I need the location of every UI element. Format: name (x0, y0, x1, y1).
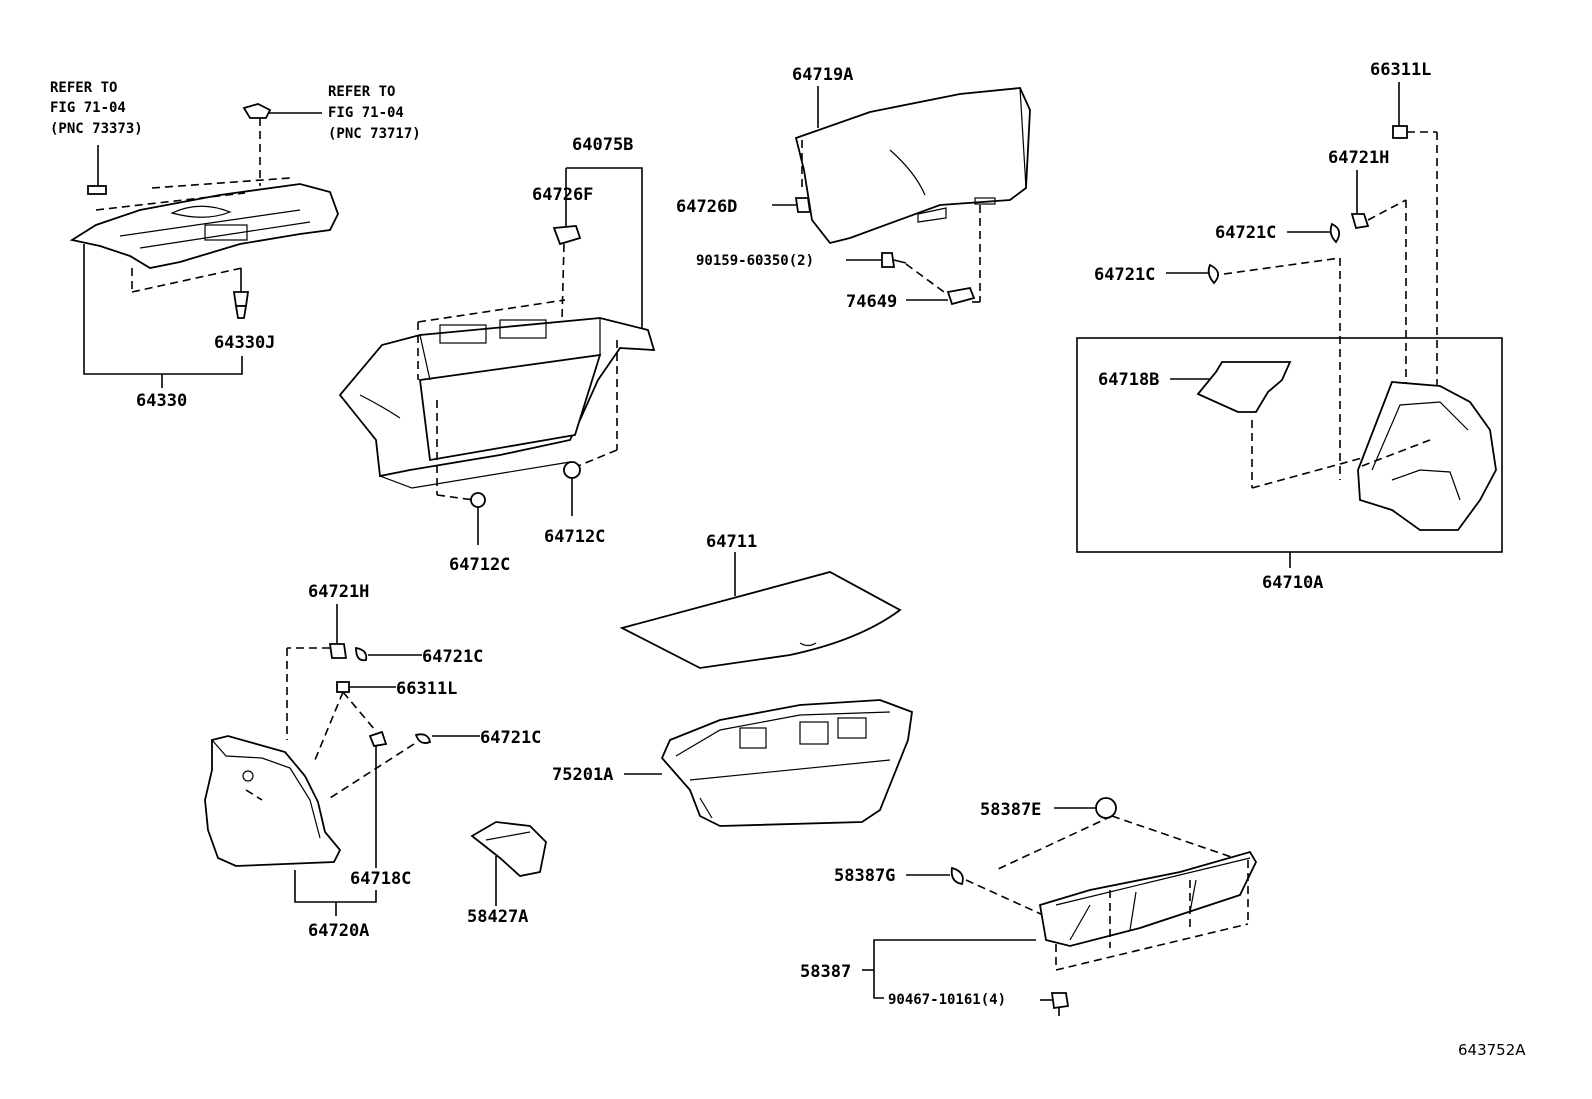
deck-board-64330: REFER TO FIG 71-04 (PNC 73373) REFER TO … (50, 80, 421, 411)
label-64710A: 64710A (1262, 573, 1323, 593)
label-66311L-bottom: 66311L (396, 679, 457, 699)
side-trim-assembly-64710A: 66311L 64721H 64721C 64721C 64718B 64710… (1076, 60, 1503, 593)
bracket-58427A: 58427A (467, 821, 547, 927)
label-66311L-top: 66311L (1370, 60, 1431, 80)
label-64330: 64330 (136, 391, 187, 411)
refer-left-line1: REFER TO (50, 80, 117, 96)
label-58427A: 58427A (467, 907, 528, 927)
label-90467-10161: 90467-10161(4) (888, 992, 1006, 1008)
floor-mat-64711: 64711 (619, 532, 902, 669)
label-90159-60350: 90159-60350(2) (696, 253, 814, 269)
label-64720A: 64720A (308, 921, 369, 941)
label-64718B: 64718B (1098, 370, 1159, 390)
side-trim-64720A: 64721H 64721C 66311L 64721C 64718C 64720… (204, 582, 541, 941)
refer-left-line2: FIG 71-04 (50, 100, 126, 116)
label-64719A: 64719A (792, 65, 853, 85)
label-64721C-top1: 64721C (1215, 223, 1276, 243)
refer-right-line1: REFER TO (328, 84, 395, 100)
label-64330J: 64330J (214, 333, 275, 353)
refer-right-line3: (PNC 73717) (328, 126, 421, 142)
label-64711: 64711 (706, 532, 757, 552)
label-64718C: 64718C (350, 869, 411, 889)
storage-tray-75201A: 75201A (552, 699, 913, 827)
luggage-tray-64075B: 64075B 64726F 64712C 64712C (338, 135, 656, 575)
label-58387G: 58387G (834, 866, 895, 886)
label-58387: 58387 (800, 962, 851, 982)
label-64721C-bottom2: 64721C (480, 728, 541, 748)
label-75201A: 75201A (552, 765, 613, 785)
scuff-plate-58387: 58387E 58387G 58387 90467-10161(4) (800, 797, 1258, 1016)
label-64721H-top: 64721H (1328, 148, 1389, 168)
label-64712C-left: 64712C (449, 555, 510, 575)
label-64726D: 64726D (676, 197, 737, 217)
label-64726F: 64726F (532, 185, 593, 205)
refer-right-line2: FIG 71-04 (328, 105, 404, 121)
refer-left-line3: (PNC 73373) (50, 121, 143, 137)
trunk-board-64719A: 64719A 64726D 90159-60350(2) 74649 (676, 65, 1031, 312)
label-64075B: 64075B (572, 135, 633, 155)
label-58387E: 58387E (980, 800, 1041, 820)
figure-code: 643752A (1458, 1041, 1526, 1059)
label-64721C-top2: 64721C (1094, 265, 1155, 285)
label-64721C-bottom1: 64721C (422, 647, 483, 667)
label-64721H-bottom: 64721H (308, 582, 369, 602)
label-64712C-right: 64712C (544, 527, 605, 547)
label-74649: 74649 (846, 292, 897, 312)
